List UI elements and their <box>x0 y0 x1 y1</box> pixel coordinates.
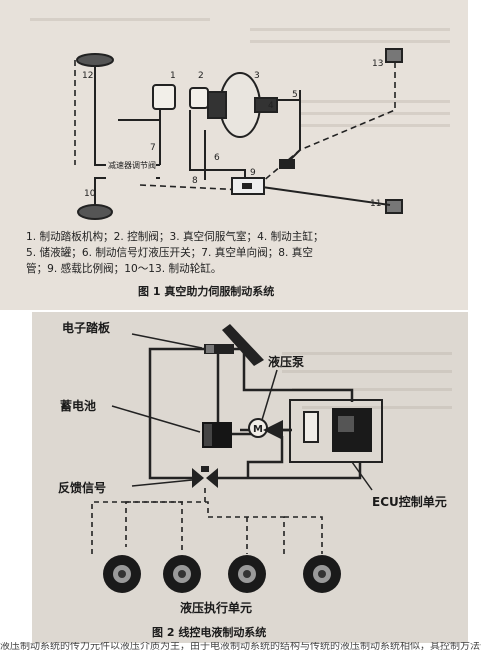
callout-10: 10 <box>84 189 96 199</box>
wheel-2 <box>163 555 201 593</box>
electronic-pedal-assembly <box>204 324 264 366</box>
figure-2: M <box>32 312 468 643</box>
wheel-3 <box>228 555 266 593</box>
ecu-label: ECU控制单元 <box>372 494 447 509</box>
pedal-sensor <box>204 344 234 354</box>
callout-11: 11 <box>370 199 381 209</box>
callout-7: 7 <box>150 143 156 153</box>
brake-by-wire-diagram: M <box>58 320 452 639</box>
pedal-pointer <box>131 333 203 349</box>
valve-to-ecu <box>218 462 362 480</box>
wheel-1 <box>103 555 141 593</box>
callout-9: 9 <box>250 168 256 178</box>
proportioning-valve-core <box>242 183 252 189</box>
battery-label: 蓄电池 <box>60 398 96 413</box>
callout-12: 12 <box>82 71 93 81</box>
wheels <box>103 555 341 593</box>
feedback-pointer <box>131 479 193 487</box>
legend-line-3: 管；9. 感载比例阀；10～13. 制动轮缸。 <box>26 263 222 275</box>
pump-pointer <box>261 369 278 421</box>
valve-label-bg <box>106 157 156 183</box>
figure-1-caption: 图 1 真空助力伺服制动系统 <box>138 285 275 298</box>
ecu-chip <box>338 416 354 432</box>
wiring <box>148 347 354 480</box>
callout-4: 4 <box>268 101 274 111</box>
wheel-4 <box>303 555 341 593</box>
callout-13: 13 <box>372 59 383 69</box>
wheel-cylinder-13 <box>385 48 403 63</box>
actuator-label: 液压执行单元 <box>180 600 252 615</box>
battery-cell <box>204 424 212 446</box>
ecu-module-small <box>303 411 319 443</box>
wheel-cylinder-10 <box>77 204 113 220</box>
vacuum-servo <box>207 72 278 138</box>
background-texture <box>30 18 450 127</box>
callout-6: 6 <box>214 153 220 163</box>
vacuum-brake-diagram: 1 2 3 4 5 6 7 8 9 10 11 12 13 减速器调节阀 <box>30 18 450 220</box>
figure-1-legend: 1. 制动踏板机构；2. 控制阀；3. 真空伺服气室；4. 制动主缸； 5. 储… <box>26 229 458 277</box>
legend-line-2: 5. 储液罐；6. 制动信号灯液压开关；7. 真空单向阀；8. 真空 <box>26 247 313 259</box>
hydraulic-lines <box>91 488 323 554</box>
control-valve <box>152 84 209 110</box>
figure-2-caption: 图 2 线控电液制动系统 <box>152 625 266 639</box>
callout-2: 2 <box>198 71 204 81</box>
feedback-label: 反馈信号 <box>58 480 106 495</box>
legend-line-1: 1. 制动踏板机构；2. 控制阀；3. 真空伺服气室；4. 制动主缸； <box>26 231 324 243</box>
ecu-pointer <box>351 461 373 491</box>
callouts: 1 2 3 4 5 6 7 8 9 10 11 12 13 <box>82 59 383 209</box>
valve-to-pump <box>246 436 284 478</box>
footer-text: 液压制动系统的传力元件以液压介质为主，由于电液制动系统的结构与传统的液压制动系统… <box>0 642 481 651</box>
valve-label: 减速器调节阀 <box>108 160 156 170</box>
pedal-label: 电子踏板 <box>62 320 111 335</box>
pedal-arm <box>222 324 264 366</box>
figure-1: 1 2 3 4 5 6 7 8 9 10 11 12 13 减速器调节阀 1. … <box>0 0 468 310</box>
callout-1: 1 <box>170 71 176 81</box>
wheel-cylinder-12 <box>76 53 114 67</box>
wheel-cylinders <box>76 48 403 220</box>
callout-8: 8 <box>192 176 198 186</box>
motor-label: M <box>253 424 263 435</box>
callout-5: 5 <box>292 90 298 100</box>
battery-pointer <box>111 405 201 433</box>
callout-3: 3 <box>254 71 260 81</box>
wheel-cylinder-11 <box>385 199 403 214</box>
feedback-valve <box>192 466 218 488</box>
background-texture <box>282 352 452 409</box>
pump-label: 液压泵 <box>268 354 304 369</box>
